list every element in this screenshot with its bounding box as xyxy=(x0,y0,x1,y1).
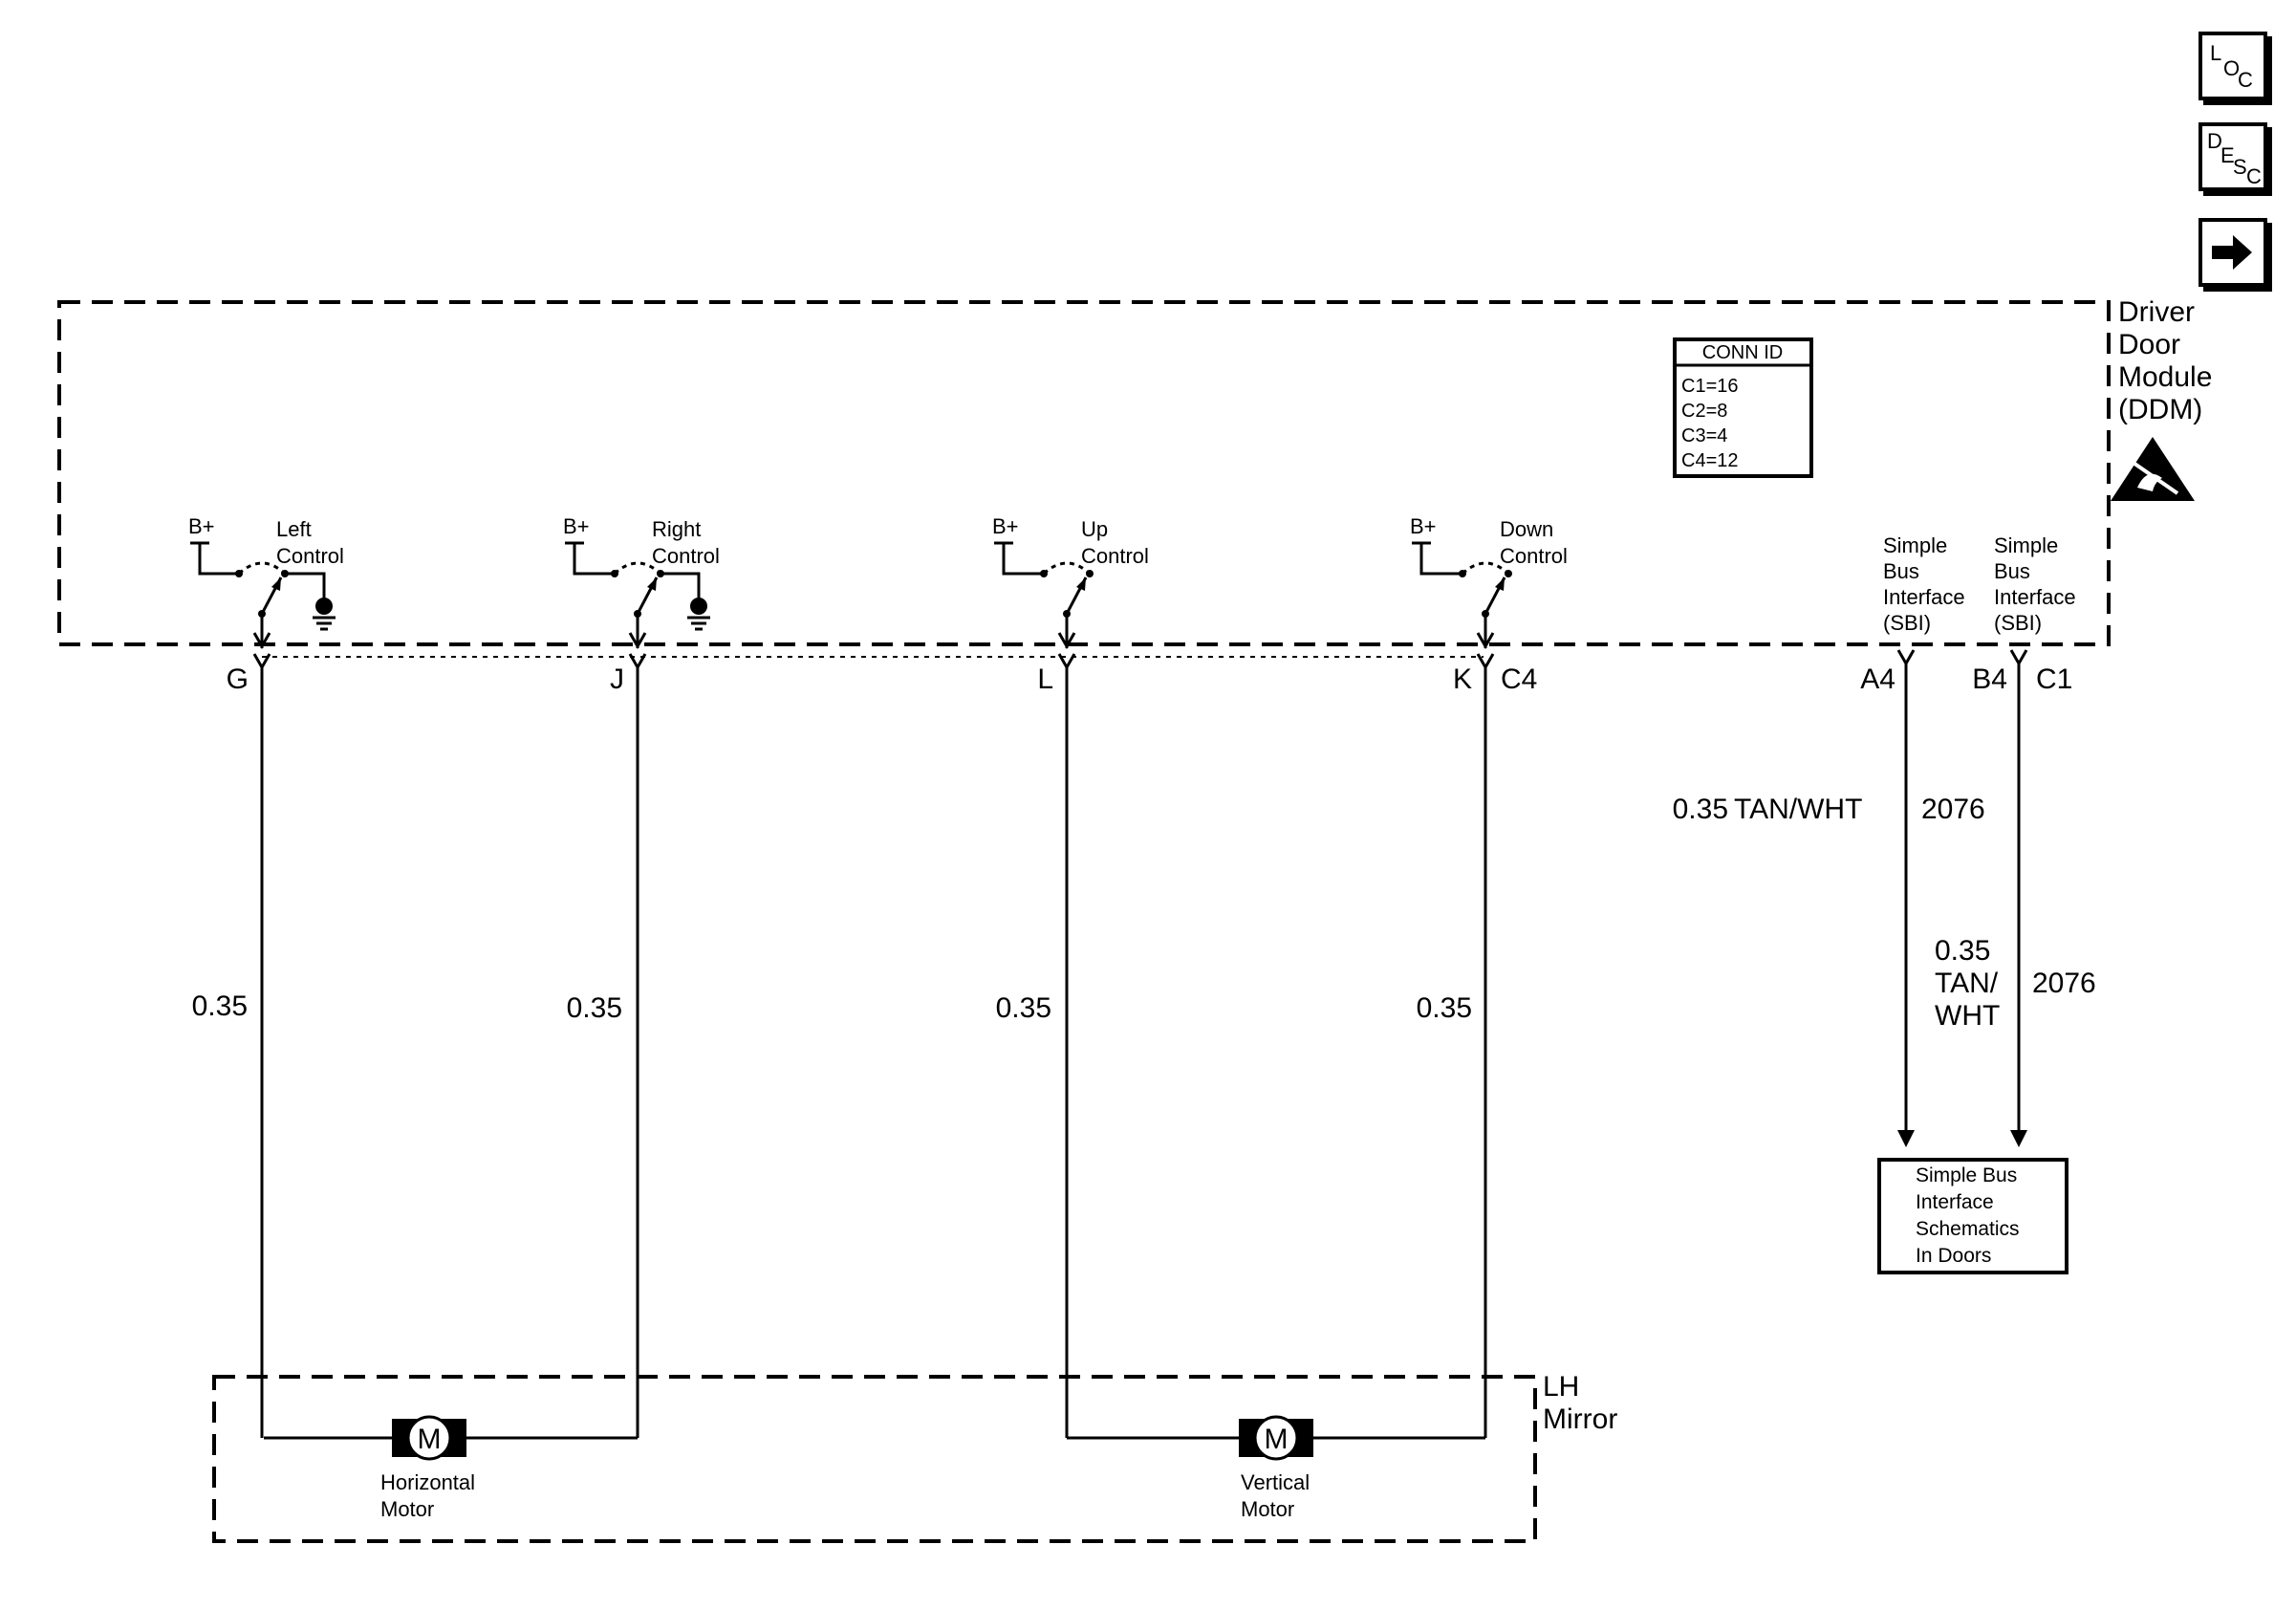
sbi-schematics-box[interactable]: Simple Bus Interface Schematics In Doors xyxy=(1877,1158,2069,1274)
control-label: Control xyxy=(276,544,344,568)
wire-gauge: 0.35 xyxy=(996,992,1051,1024)
mirror-name: Mirror xyxy=(1543,1403,1617,1435)
conn-id-title: CONN ID xyxy=(1702,342,1783,363)
conn-id-row: C4=12 xyxy=(1681,450,1739,471)
ground-icon xyxy=(315,598,333,615)
control-label: Control xyxy=(1081,544,1149,568)
connector-pin: L xyxy=(1037,664,1053,695)
module-name-line-1: Driver xyxy=(2118,296,2195,328)
supply-label: B+ xyxy=(563,514,590,538)
ground-icon xyxy=(690,598,707,615)
mirror-name: LH xyxy=(1543,1371,1579,1403)
loc-letter-2: O xyxy=(2223,56,2241,80)
module-name-line-3: Module xyxy=(2118,361,2212,393)
motor-label: Vertical xyxy=(1241,1470,1310,1494)
sbi-label-line: Bus xyxy=(1994,559,2030,583)
sbi-pin-b4: B4 xyxy=(1972,664,2007,695)
horizontal-motor: M Horizontal Motor xyxy=(380,1415,475,1521)
module-name: Driver Door Module (DDM) xyxy=(2118,296,2212,425)
sbi-label-line: Bus xyxy=(1883,559,1919,583)
sbi-box-line: Interface xyxy=(1916,1191,1994,1213)
vertical-motor: M Vertical Motor xyxy=(1239,1415,1313,1521)
connector-pin: J xyxy=(610,664,624,695)
sbi-label-line: Interface xyxy=(1883,585,1965,609)
sbi-pin-a4: A4 xyxy=(1860,664,1895,695)
switch-arrow xyxy=(1076,577,1086,591)
desc-letter-1: D xyxy=(2207,129,2222,153)
sbi-wire-b4-size: 0.35 xyxy=(1935,935,1990,967)
conn-id-row: C3=4 xyxy=(1681,425,1727,446)
sbi-arrow xyxy=(2010,1130,2027,1147)
control-label: Control xyxy=(652,544,720,568)
switch-contact xyxy=(1505,570,1512,577)
ddm-module-outline xyxy=(57,300,2111,646)
loc-button[interactable]: L O C xyxy=(2199,32,2267,100)
connector-name: C4 xyxy=(1501,664,1537,695)
sbi-wire-b4-color-1: TAN/ xyxy=(1935,968,1999,999)
switch-contact xyxy=(1086,570,1094,577)
wire-gauge: 0.35 xyxy=(192,990,248,1022)
sbi-box-line: Simple Bus xyxy=(1916,1164,2017,1186)
desc-letter-4: C xyxy=(2246,164,2262,188)
loc-letter-1: L xyxy=(2210,41,2222,65)
sbi-wire-a4-color: TAN/WHT xyxy=(1734,794,1862,825)
conn-id-row: C1=16 xyxy=(1681,376,1739,397)
control-label: Up xyxy=(1081,517,1108,541)
next-button[interactable] xyxy=(2199,218,2267,287)
loc-letter-3: C xyxy=(2238,68,2253,92)
motor-label: Horizontal xyxy=(380,1470,475,1494)
motor-label: Motor xyxy=(1241,1497,1294,1521)
sbi-box-line: Schematics xyxy=(1916,1218,2020,1240)
control-label: Control xyxy=(1500,544,1568,568)
sbi-label-line: Simple xyxy=(1883,533,1947,557)
lh-mirror-outline xyxy=(212,1375,1537,1543)
control-label: Down xyxy=(1500,517,1553,541)
control-label: Left xyxy=(276,517,312,541)
sbi-connector-c1: C1 xyxy=(2036,664,2072,695)
module-name-line-4: (DDM) xyxy=(2118,394,2202,425)
sbi-circuit-b4: Simple Bus Interface (SBI) B4 C1 0.35 TA… xyxy=(1935,533,2096,1147)
sbi-label-line: (SBI) xyxy=(1883,611,1931,635)
sbi-arrow xyxy=(1897,1130,1915,1147)
sbi-wire-a4-size: 0.35 xyxy=(1673,794,1728,825)
wire-gauge: 0.35 xyxy=(1417,992,1472,1024)
conn-id-row: C2=8 xyxy=(1681,401,1727,422)
motor-symbol: M xyxy=(1265,1424,1289,1455)
control-label: Right xyxy=(652,517,701,541)
sbi-label-line: Simple xyxy=(1994,533,2058,557)
sbi-wire-a4-circuit: 2076 xyxy=(1921,794,1985,825)
supply-label: B+ xyxy=(1410,514,1437,538)
sbi-label-line: (SBI) xyxy=(1994,611,2042,635)
sbi-label-line: Interface xyxy=(1994,585,2076,609)
arrow-right-icon xyxy=(2212,235,2252,270)
desc-button[interactable]: D E S C xyxy=(2199,122,2267,191)
desc-letter-3: S xyxy=(2233,155,2247,179)
switch-arrow xyxy=(1495,577,1505,591)
supply-label: B+ xyxy=(188,514,215,538)
motor-symbol: M xyxy=(418,1424,442,1455)
switch-arrow xyxy=(647,577,657,591)
sbi-wire-b4-color-2: WHT xyxy=(1935,1000,2000,1032)
sbi-circuit-a4: Simple Bus Interface (SBI) A4 0.35 TAN/W… xyxy=(1673,533,1985,1147)
sbi-wire-b4-circuit: 2076 xyxy=(2032,968,2096,999)
sbi-box-line: In Doors xyxy=(1916,1245,1991,1267)
desc-letter-2: E xyxy=(2220,143,2235,167)
motor-label: Motor xyxy=(380,1497,434,1521)
esd-warning-icon xyxy=(2111,437,2195,501)
module-name-line-2: Door xyxy=(2118,329,2180,360)
connector-pin: K xyxy=(1453,664,1472,695)
connector-pin: G xyxy=(227,664,249,695)
switch-arrow xyxy=(271,577,281,591)
supply-label: B+ xyxy=(992,514,1019,538)
wire-gauge: 0.35 xyxy=(567,992,622,1024)
conn-id-box: CONN ID C1=16 C2=8 C3=4 C4=12 xyxy=(1673,337,1813,478)
